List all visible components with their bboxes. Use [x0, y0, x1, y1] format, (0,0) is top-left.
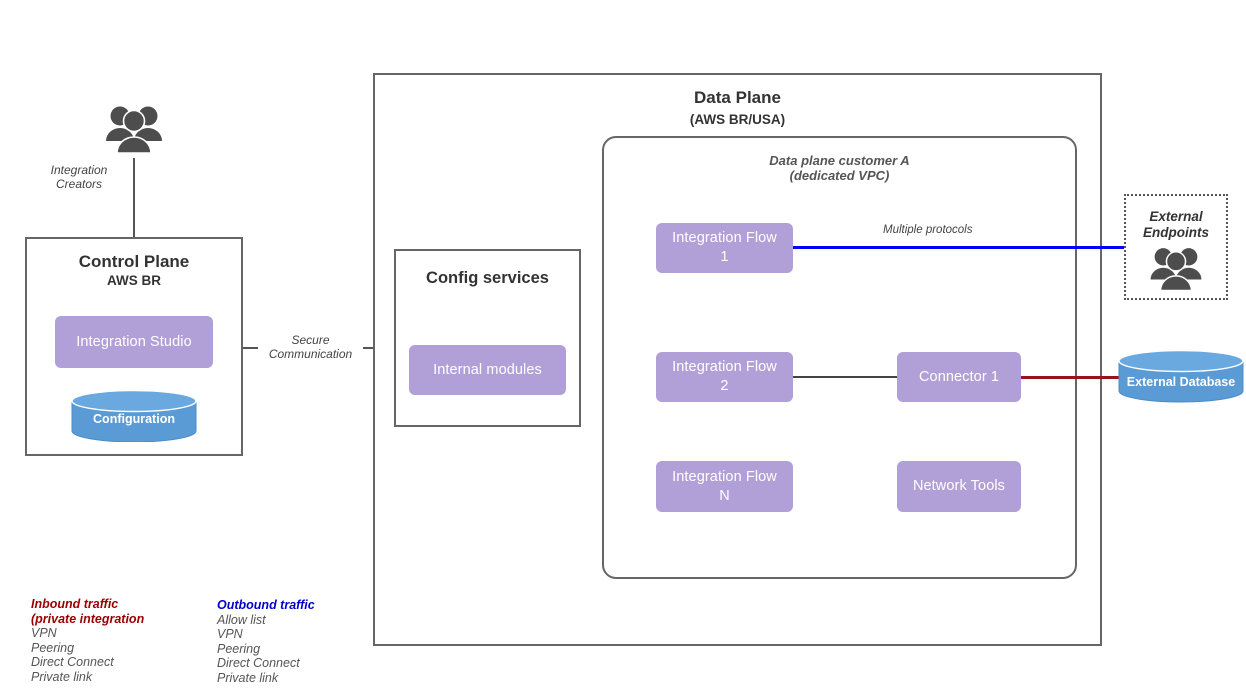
flow2-to-connector-edge: [792, 376, 898, 378]
legend-outbound: Outbound traffic Allow list VPN Peering …: [217, 598, 315, 685]
legend-outbound-heading: Outbound traffic: [217, 598, 315, 612]
creators-to-control-plane-line: [133, 158, 135, 238]
legend-outbound-item: Private link: [217, 670, 279, 685]
external-endpoints-title: External Endpoints: [1124, 209, 1228, 241]
legend-inbound: Inbound traffic (private integration VPN…: [31, 597, 144, 684]
multiple-protocols-edge: [792, 246, 1124, 249]
integration-flow-1-label: Integration Flow 1: [672, 230, 777, 265]
control-plane-subtitle: AWS BR: [107, 273, 161, 288]
integration-studio-node[interactable]: Integration Studio: [55, 316, 213, 368]
data-plane-subtitle: (AWS BR/USA): [689, 112, 786, 127]
integration-flow-1-node[interactable]: Integration Flow 1: [656, 223, 793, 273]
external-database-edge: [1021, 376, 1124, 379]
external-database[interactable]: External Database: [1118, 349, 1244, 403]
legend-outbound-item: VPN: [217, 627, 243, 641]
customer-vpc-title-line2: (dedicated VPC): [789, 168, 890, 183]
configuration-database[interactable]: Configuration: [71, 389, 197, 443]
integration-creators-label: Integration Creators: [29, 163, 129, 191]
legend-outbound-item: Allow list: [217, 612, 266, 627]
internal-modules-label: Internal modules: [433, 361, 542, 378]
legend-inbound-heading-line2: (private integration: [31, 611, 145, 626]
customer-vpc-title-line1: Data plane customer A: [769, 153, 910, 168]
integration-creators-label-line1: Integration: [50, 163, 108, 177]
secure-communication-label-line2: Communication: [268, 347, 353, 361]
config-services-title: Config services: [426, 269, 549, 287]
connector-1-node[interactable]: Connector 1: [897, 352, 1021, 402]
integration-flow-2-node[interactable]: Integration Flow 2: [656, 352, 793, 402]
legend-inbound-item: VPN: [31, 626, 57, 640]
legend-inbound-heading-line1: Inbound traffic: [31, 597, 119, 611]
control-plane-title: Control Plane: [78, 252, 190, 271]
external-endpoints-icon: [1146, 245, 1206, 295]
integration-creators-label-line2: Creators: [55, 177, 102, 191]
legend-outbound-item: Peering: [217, 641, 261, 656]
legend-outbound-item: Direct Connect: [217, 656, 300, 670]
legend-inbound-item: Direct Connect: [31, 655, 114, 669]
external-endpoints-title-line1: External: [1149, 209, 1203, 224]
config-services-container: [394, 249, 581, 427]
internal-modules-node[interactable]: Internal modules: [409, 345, 566, 395]
integration-flow-2-label: Integration Flow 2: [672, 359, 777, 394]
secure-communication-label: Secure Communication: [258, 333, 363, 361]
legend-inbound-item: Peering: [31, 640, 75, 655]
multiple-protocols-label: Multiple protocols: [879, 224, 977, 236]
network-tools-label: Network Tools: [912, 478, 1006, 494]
legend-inbound-item: Private link: [31, 669, 93, 684]
customer-vpc-title: Data plane customer A (dedicated VPC): [602, 153, 1077, 183]
secure-communication-label-line1: Secure: [291, 333, 330, 347]
integration-studio-label: Integration Studio: [76, 333, 192, 350]
data-plane-title: Data Plane: [694, 88, 781, 107]
connector-1-label: Connector 1: [918, 368, 1000, 385]
integration-flow-n-node[interactable]: Integration Flow N: [656, 461, 793, 512]
network-tools-node[interactable]: Network Tools: [897, 461, 1021, 512]
integration-flow-n-label: Integration Flow N: [672, 468, 777, 504]
external-endpoints-title-line2: Endpoints: [1143, 225, 1209, 240]
integration-creators-icon: [104, 103, 164, 158]
